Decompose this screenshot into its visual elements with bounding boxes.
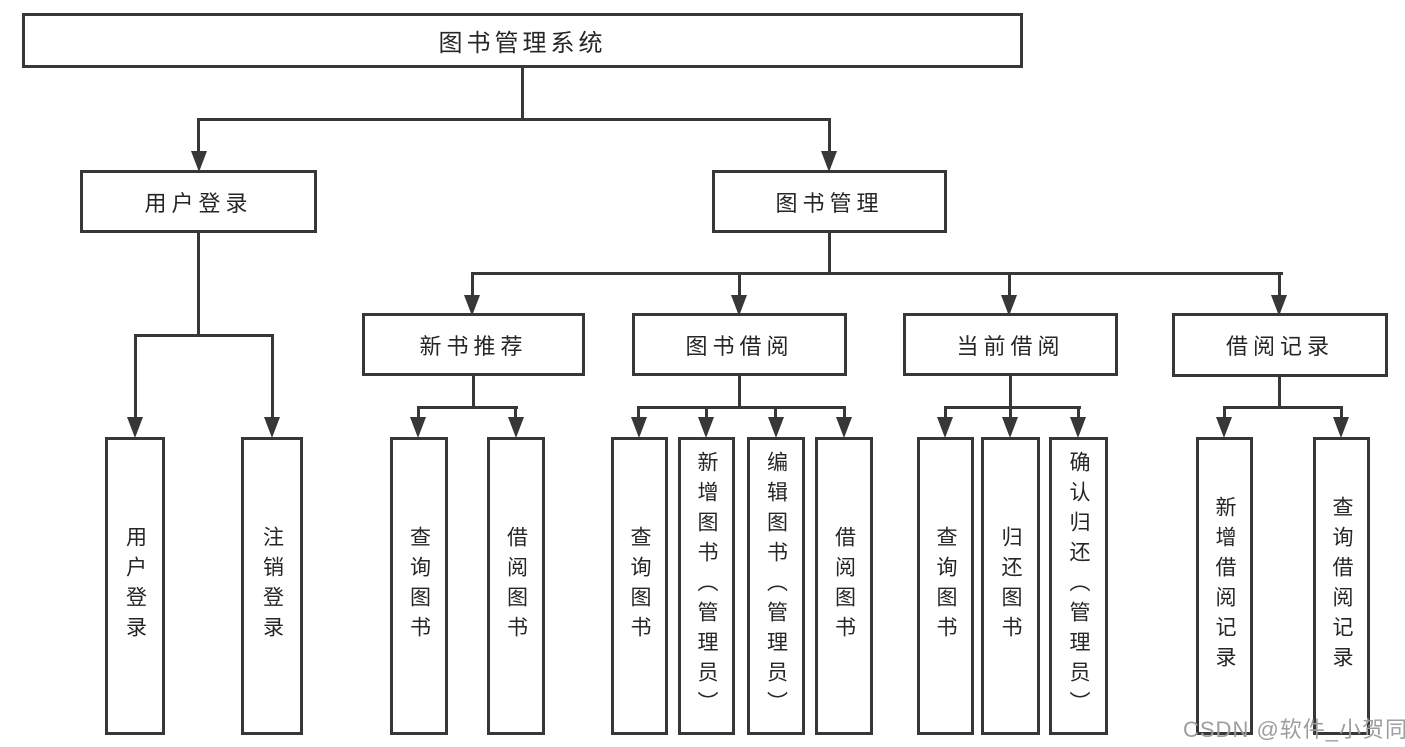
connector-newbook-vline <box>472 376 475 408</box>
arrowhead-g3-1 <box>631 417 647 438</box>
arrowhead-g4-3 <box>1070 417 1086 438</box>
connector-userlogin-hline <box>134 334 274 337</box>
leaf-logout: 注销登录 <box>241 437 303 735</box>
connector-stem-g5-2 <box>1340 406 1343 419</box>
leaf-edit-books-admin-label: 编辑图书（管理员） <box>764 451 788 721</box>
connector-stem-g4-1 <box>944 406 947 419</box>
connector-stem-g4-3 <box>1077 406 1080 419</box>
connector-bookborrow-vline <box>738 376 741 408</box>
node-current-borrowing-label: 当前借阅 <box>956 333 1065 359</box>
connector-records-hline <box>1223 406 1343 409</box>
node-book-management-label: 图书管理 <box>775 190 884 216</box>
node-book-management: 图书管理 <box>712 170 947 233</box>
connector-root-hline <box>197 118 831 121</box>
leaf-borrow-books-recommend-label: 借阅图书 <box>504 526 528 646</box>
connector-stem-leaf-user-login <box>134 334 137 420</box>
leaf-borrow-books: 借阅图书 <box>815 437 873 735</box>
node-user-login-label: 用户登录 <box>144 190 253 216</box>
arrowhead-current-borrowing <box>1001 295 1017 316</box>
arrowhead-g4-1 <box>937 417 953 438</box>
leaf-logout-label: 注销登录 <box>260 526 284 646</box>
leaf-user-login: 用户登录 <box>105 437 165 735</box>
connector-stem-book-management <box>828 118 831 154</box>
node-book-borrowing-label: 图书借阅 <box>685 333 794 359</box>
leaf-user-login-label: 用户登录 <box>123 526 147 646</box>
leaf-add-borrow-record: 新增借阅记录 <box>1196 437 1253 735</box>
leaf-query-borrow-record: 查询借阅记录 <box>1313 437 1370 735</box>
connector-stem-g4-2 <box>1009 406 1012 419</box>
connector-stem-leaf-logout <box>271 334 274 420</box>
node-root-label: 图书管理系统 <box>438 30 607 57</box>
connector-stem-g2-2 <box>514 406 517 419</box>
leaf-query-books-borrow-label: 查询图书 <box>628 526 651 646</box>
arrowhead-new-book <box>464 295 480 316</box>
arrowhead-g2-2 <box>508 417 524 438</box>
connector-stem-g3-3 <box>774 406 777 419</box>
connector-currentborrow-hline <box>944 406 1081 409</box>
connector-stem-g5-1 <box>1223 406 1226 419</box>
arrowhead-g3-3 <box>768 417 784 438</box>
node-user-login: 用户登录 <box>80 170 317 233</box>
connector-stem-new-book <box>471 272 474 298</box>
arrowhead-g3-2 <box>698 417 714 438</box>
connector-records-vline <box>1278 377 1281 408</box>
leaf-confirm-return-admin-label: 确认归还（管理员） <box>1067 451 1090 721</box>
leaf-borrow-books-label: 借阅图书 <box>832 526 856 646</box>
connector-stem-g3-4 <box>843 406 846 419</box>
arrowhead-g3-4 <box>836 417 852 438</box>
connector-stem-g2-1 <box>417 406 420 419</box>
csdn-watermark: CSDN @软件_小贺同学 <box>1183 717 1405 742</box>
leaf-query-books-borrow: 查询图书 <box>611 437 668 735</box>
leaf-add-books-admin: 新增图书（管理员） <box>678 437 735 735</box>
leaf-edit-books-admin: 编辑图书（管理员） <box>747 437 805 735</box>
leaf-add-borrow-record-label: 新增借阅记录 <box>1213 496 1236 676</box>
leaf-query-borrow-record-label: 查询借阅记录 <box>1330 496 1353 676</box>
connector-stem-book-borrowing <box>738 272 741 298</box>
node-book-borrowing: 图书借阅 <box>632 313 847 376</box>
arrowhead-user-login <box>191 151 207 172</box>
connector-stem-borrowing-records <box>1278 272 1281 298</box>
connector-bookmgmt-hline <box>471 272 1283 275</box>
connector-stem-g3-1 <box>637 406 640 419</box>
connector-stem-current-borrowing <box>1008 272 1011 298</box>
leaf-return-books-label: 归还图书 <box>999 526 1022 646</box>
arrowhead-book-borrowing <box>731 295 747 316</box>
connector-newbook-hline <box>417 406 518 409</box>
arrowhead-g5-2 <box>1333 417 1349 438</box>
connector-userlogin-vline <box>197 233 200 337</box>
connector-bookborrow-hline <box>637 406 846 409</box>
leaf-query-books-recommend-label: 查询图书 <box>407 526 431 646</box>
node-new-book-recommend: 新书推荐 <box>362 313 585 376</box>
arrowhead-borrowing-records <box>1271 295 1287 316</box>
arrowhead-g2-1 <box>410 417 426 438</box>
arrowhead-g5-1 <box>1216 417 1232 438</box>
arrowhead-leaf-logout <box>264 417 280 438</box>
leaf-confirm-return-admin: 确认归还（管理员） <box>1049 437 1108 735</box>
node-current-borrowing: 当前借阅 <box>903 313 1118 376</box>
leaf-query-books-current: 查询图书 <box>917 437 974 735</box>
arrowhead-leaf-user-login <box>127 417 143 438</box>
node-root-system: 图书管理系统 <box>22 13 1023 68</box>
leaf-borrow-books-recommend: 借阅图书 <box>487 437 545 735</box>
leaf-return-books: 归还图书 <box>981 437 1040 735</box>
node-borrowing-records: 借阅记录 <box>1172 313 1388 377</box>
connector-stem-g3-2 <box>705 406 708 419</box>
leaf-query-books-current-label: 查询图书 <box>934 526 957 646</box>
connector-stem-user-login <box>197 118 200 154</box>
arrowhead-g4-2 <box>1002 417 1018 438</box>
node-new-book-recommend-label: 新书推荐 <box>419 333 528 359</box>
node-borrowing-records-label: 借阅记录 <box>1225 334 1334 359</box>
leaf-query-books-recommend: 查询图书 <box>390 437 448 735</box>
connector-bookmgmt-vline <box>828 233 831 275</box>
arrowhead-book-management <box>821 151 837 172</box>
connector-root-vline <box>521 68 524 120</box>
leaf-add-books-admin-label: 新增图书（管理员） <box>695 451 718 721</box>
connector-currentborrow-vline <box>1009 376 1012 408</box>
